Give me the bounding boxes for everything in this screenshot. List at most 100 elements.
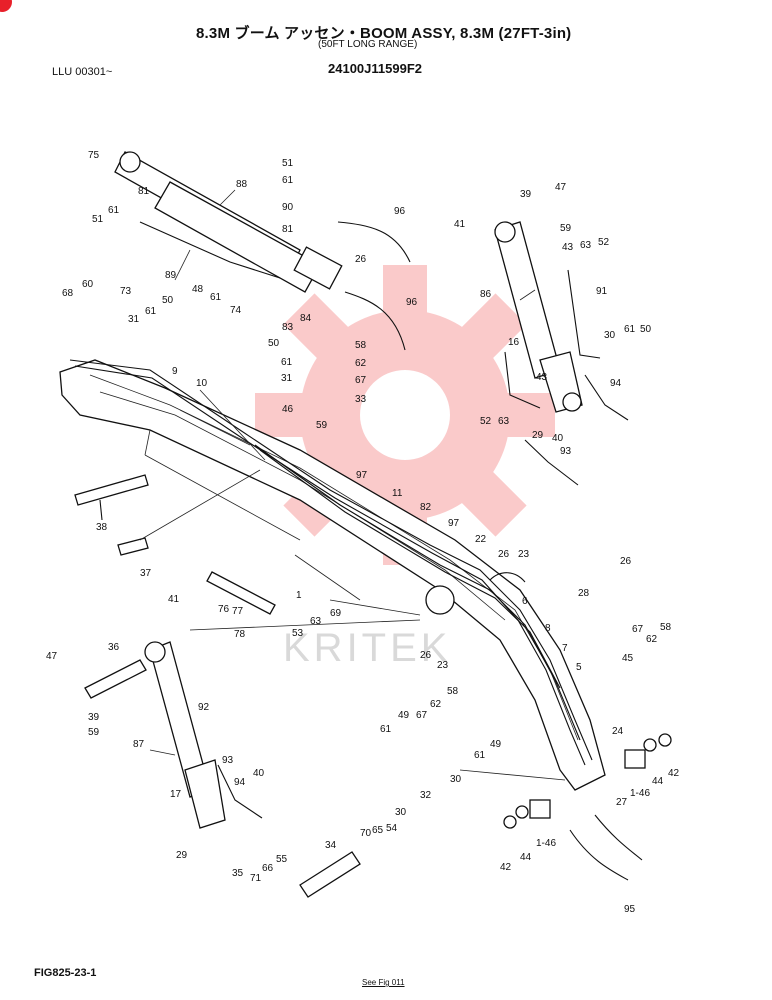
callout: 61 (474, 750, 486, 761)
callout: 74 (230, 305, 242, 316)
callout: 59 (560, 223, 572, 234)
callout: 40 (253, 768, 265, 779)
callout: 58 (355, 340, 367, 351)
hose-96-upper (337, 221, 411, 263)
callout: 88 (236, 179, 248, 190)
callout: 50 (162, 295, 174, 306)
callout: 67 (416, 710, 428, 721)
corner-badge (0, 0, 12, 12)
callout: 61 (281, 357, 293, 368)
callout: 22 (475, 534, 487, 545)
callout: 8 (545, 623, 551, 634)
callout: 6 (522, 596, 528, 607)
callout: 81 (138, 186, 150, 197)
callout: 97 (356, 470, 368, 481)
callout: 28 (578, 588, 590, 599)
callout: 65 (372, 825, 384, 836)
callout: 97 (448, 518, 460, 529)
callout: 39 (520, 189, 532, 200)
callout: 36 (108, 642, 120, 653)
callout: 26 (498, 549, 510, 560)
callout: 81 (282, 224, 294, 235)
callout: 68 (62, 288, 74, 299)
callout: 41 (454, 219, 466, 230)
callout: 38 (96, 522, 108, 533)
callout: 86 (480, 289, 492, 300)
callout: 66 (262, 863, 274, 874)
callout: 44 (652, 776, 664, 787)
washer-44-left (515, 805, 529, 819)
hose-96-lower (344, 291, 406, 351)
callout: 94 (234, 777, 246, 788)
callout: 60 (82, 279, 94, 290)
callout: 70 (360, 828, 372, 839)
callout: 10 (196, 378, 208, 389)
pin-38 (74, 474, 149, 521)
callout: 95 (624, 904, 636, 915)
callout: 54 (386, 823, 398, 834)
boom-pivot (425, 585, 455, 615)
callout: 35 (232, 868, 244, 879)
callout: 58 (447, 686, 459, 697)
pipe-89 (139, 221, 281, 279)
callout: 50 (640, 324, 652, 335)
callout: 43 (562, 242, 574, 253)
callout: 82 (420, 502, 432, 513)
callout: 75 (88, 150, 100, 161)
callout: 16 (508, 337, 520, 348)
callout: 63 (498, 416, 510, 427)
callout: 93 (222, 755, 234, 766)
callout: 26 (355, 254, 367, 265)
callout: 40 (552, 433, 564, 444)
hose-95-a (569, 829, 629, 881)
bushing-left (529, 799, 551, 819)
callout: 77 (232, 606, 244, 617)
page-subtitle: (50FT LONG RANGE) (318, 39, 418, 50)
callout: 51 (282, 158, 294, 169)
callout: 87 (133, 739, 145, 750)
callout: 47 (46, 651, 58, 662)
see-fig-link[interactable]: See Fig 011 (362, 978, 405, 987)
callout: 62 (430, 699, 442, 710)
washer-42-right (658, 733, 672, 747)
callout: 59 (316, 420, 328, 431)
callout: 52 (480, 416, 492, 427)
callout: 23 (437, 660, 449, 671)
part-number: 24100J11599F2 (328, 61, 422, 76)
callout: 62 (646, 634, 658, 645)
callout-labels: 75 88 51 61 90 96 81 81 51 61 89 48 61 7… (46, 150, 680, 915)
callout: 26 (420, 650, 432, 661)
callout: 23 (518, 549, 530, 560)
callout: 69 (330, 608, 342, 619)
callout: 61 (380, 724, 392, 735)
pipe-26-23 (489, 572, 526, 583)
callout: 71 (250, 873, 262, 884)
callout: 61 (108, 205, 120, 216)
callout: 9 (172, 366, 178, 377)
callout: 63 (580, 240, 592, 251)
callout: 33 (355, 394, 367, 405)
hose-95-b (594, 814, 643, 861)
callout: 30 (604, 330, 616, 341)
callout: 1-46 (536, 838, 556, 849)
callout: 51 (92, 214, 104, 225)
callout: 44 (520, 852, 532, 863)
callout: 27 (616, 797, 628, 808)
callout: 7 (562, 643, 568, 654)
callout: 94 (610, 378, 622, 389)
pipe-94-right (584, 374, 629, 421)
callout: 34 (325, 840, 337, 851)
callout: 46 (282, 404, 294, 415)
callout: 61 (145, 306, 157, 317)
callout: 96 (406, 297, 418, 308)
pin-36 (84, 659, 147, 699)
pipe-91 (567, 269, 601, 359)
callout: 67 (632, 624, 644, 635)
callout: 78 (234, 629, 246, 640)
callout: 41 (168, 594, 180, 605)
callout: 31 (281, 373, 293, 384)
hydraulic-lines (69, 359, 593, 766)
callout: 11 (392, 488, 403, 499)
serial-range: LLU 00301~ (52, 66, 113, 78)
